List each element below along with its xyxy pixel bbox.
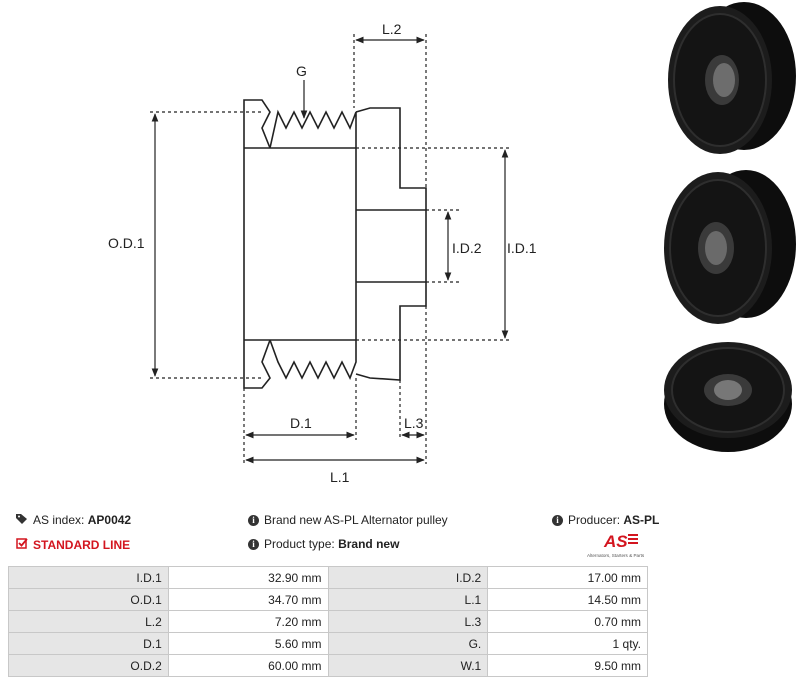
spec-label: D.1 [8,632,169,655]
info-icon: i [248,538,259,550]
product-type: i Product type: Brand new [248,537,399,551]
spec-label: L.3 [327,610,489,633]
spec-value: 9.50 mm [487,654,648,677]
spec-label: O.D.2 [8,654,169,677]
spec-label: O.D.1 [8,588,169,611]
spec-label: I.D.2 [327,566,489,589]
label-id1: I.D.1 [507,240,537,256]
spec-label: L.2 [8,610,169,633]
as-index: AS index: AP0042 [16,513,131,527]
label-g: G [296,63,307,79]
spec-value: 60.00 mm [167,654,329,677]
info-icon: i [552,514,563,526]
tag-icon [16,513,28,527]
spec-value: 1 qty. [487,632,648,655]
pulley-outline [243,99,427,389]
spec-value: 17.00 mm [487,566,648,589]
spec-label: I.D.1 [8,566,169,589]
label-id2: I.D.2 [452,240,482,256]
pulley-photo-bottom [664,342,792,452]
spec-value: 14.50 mm [487,588,648,611]
label-l2: L.2 [382,21,402,37]
info-icon: i [248,514,259,526]
standard-line-text: STANDARD LINE [33,537,131,552]
svg-text:AS: AS [603,532,628,551]
spec-value: 32.90 mm [167,566,329,589]
spec-value: 5.60 mm [167,632,329,655]
product-type-value: Brand new [338,537,400,551]
label-d1: D.1 [290,415,312,431]
producer-value: AS-PL [623,513,660,527]
label-l1: L.1 [330,469,350,485]
spec-value: 7.20 mm [167,610,329,633]
description: i Brand new AS-PL Alternator pulley [248,513,448,527]
spec-value: 0.70 mm [487,610,648,633]
producer: i Producer: AS-PL [552,513,659,527]
label-l3: L.3 [404,415,424,431]
spec-value: 34.70 mm [167,588,329,611]
as-pl-logo: AS Alternators, Starters & Parts [587,532,645,558]
product-type-label: Product type: [264,537,335,551]
description-text: Brand new AS-PL Alternator pulley [264,513,448,527]
checkbox-checked-icon [16,537,28,552]
as-index-label: AS index: [33,513,85,527]
producer-label: Producer: [568,513,621,527]
svg-text:Alternators, Starters & Parts: Alternators, Starters & Parts [587,553,645,558]
spec-label: L.1 [327,588,489,611]
standard-line: STANDARD LINE [16,537,130,552]
pulley-photo-top [668,2,796,154]
spec-label: G. [327,632,489,655]
label-od1: O.D.1 [108,235,145,251]
spec-label: W.1 [327,654,489,677]
technical-drawing: G L.2 O.D.1 I.D.1 I.D.2 D.1 L.3 L.1 [108,21,537,485]
as-index-value: AP0042 [87,513,132,527]
pulley-photo-middle [664,170,796,324]
